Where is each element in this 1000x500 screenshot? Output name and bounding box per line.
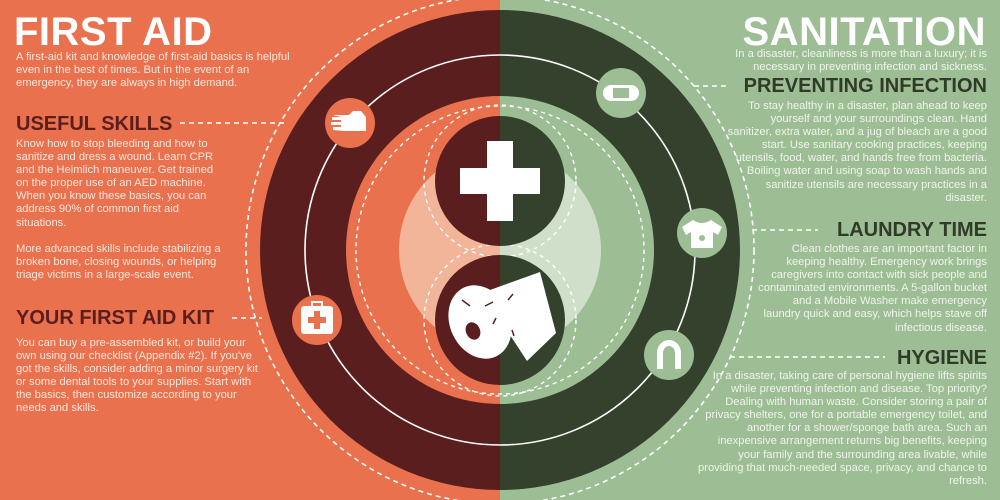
horseshoe-icon[interactable] (644, 330, 694, 380)
sanitation-title: SANITATION (742, 10, 986, 54)
useful-skills-heading: USEFUL SKILLS (16, 113, 173, 135)
first-aid-title: FIRST AID (14, 10, 213, 54)
outer-dashed-ring (245, 0, 755, 500)
laundry-heading: LAUNDRY TIME (837, 219, 987, 241)
hand-icon[interactable] (325, 98, 375, 148)
hygiene-heading: HYGIENE (896, 347, 987, 369)
inner-dashed-ring (355, 105, 645, 395)
hygiene-body: In a disaster, taking care of personal h… (698, 370, 987, 487)
useful-skills-body-advanced: More advanced skills include stabilizing… (16, 243, 221, 282)
bandage-icon[interactable] (596, 68, 646, 118)
useful-skills-body: Know how to stop bleeding and how to san… (16, 138, 214, 229)
first-aid-intro: A first-aid kit and knowledge of first-a… (16, 51, 290, 90)
preventing-infection-heading: PREVENTING INFECTION (743, 75, 987, 97)
medical-cross-icon (460, 141, 540, 221)
first-aid-kit-heading: YOUR FIRST AID KIT (16, 307, 215, 329)
preventing-infection-body: To stay healthy in a disaster, plan ahea… (727, 100, 987, 204)
bottom-dashed-ring (423, 243, 577, 397)
sanitation-intro: In a disaster, cleanliness is more than … (735, 48, 987, 74)
connector-lines (180, 85, 885, 358)
laundry-body: Clean clothes are an important factor in… (758, 243, 987, 334)
first-aid-kit-icon[interactable] (292, 295, 342, 345)
toilet-paper-icon (448, 272, 556, 361)
shirt-icon[interactable] (677, 208, 727, 258)
first-aid-kit-body: You can buy a pre-assembled kit, or buil… (16, 337, 258, 415)
top-dashed-ring (423, 104, 577, 258)
